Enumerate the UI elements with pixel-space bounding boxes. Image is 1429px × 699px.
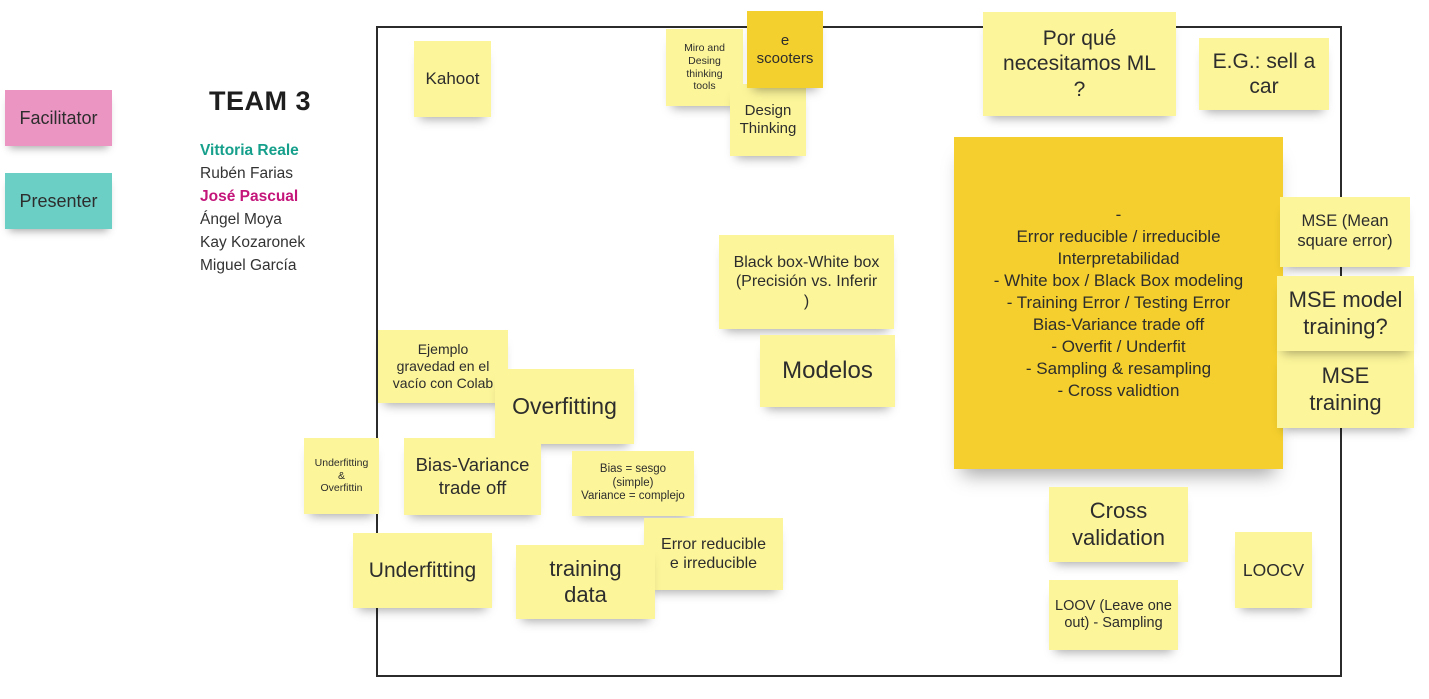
- team-title: TEAM 3: [209, 86, 312, 116]
- sticky-note-error-reducible[interactable]: Error reducible e irreducible: [644, 518, 783, 590]
- presenter-label: Presenter: [19, 190, 98, 211]
- member-name: Kay Kozaronek: [200, 234, 306, 251]
- sticky-note-sell-car[interactable]: E.G.: sell a car: [1199, 38, 1329, 110]
- member-name: Ángel Moya: [200, 211, 282, 228]
- member-name: José Pascual: [200, 188, 299, 205]
- sticky-note-training-data[interactable]: training data: [516, 545, 655, 619]
- sticky-note-loov[interactable]: LOOV (Leave one out) - Sampling: [1049, 580, 1178, 650]
- facilitator-tag[interactable]: Facilitator: [5, 90, 112, 146]
- member-name: Rubén Farias: [200, 165, 294, 182]
- sticky-note-loocv[interactable]: LOOCV: [1235, 532, 1312, 608]
- sticky-note-cross-validation[interactable]: Cross validation: [1049, 487, 1188, 562]
- sticky-note-overfitting[interactable]: Overfitting: [495, 369, 634, 444]
- sticky-note-underfitting-overfittin[interactable]: Underfitting & Overfittin: [304, 438, 379, 514]
- sticky-note-bias-sesgo[interactable]: Bias = sesgo (simple) Variance = complej…: [572, 451, 694, 516]
- sticky-note-bias-variance[interactable]: Bias-Variance trade off: [404, 438, 541, 515]
- member-name: Vittoria Reale: [200, 142, 299, 159]
- sticky-note-black-white-box[interactable]: Black box-White box (Precisión vs. Infer…: [719, 235, 894, 329]
- sticky-note-summary[interactable]: - Error reducible / irreducible Interpre…: [954, 137, 1283, 469]
- sticky-note-design-thinking[interactable]: Design Thinking: [730, 84, 806, 156]
- sticky-note-por-que-ml[interactable]: Por qué necesitamos ML ?: [983, 12, 1176, 116]
- presenter-tag[interactable]: Presenter: [5, 173, 112, 229]
- sticky-note-ejemplo-gravedad[interactable]: Ejemplo gravedad en el vacío con Colab: [378, 330, 508, 403]
- sticky-note-modelos[interactable]: Modelos: [760, 335, 895, 407]
- facilitator-label: Facilitator: [19, 107, 98, 128]
- sticky-note-underfitting[interactable]: Underfitting: [353, 533, 492, 608]
- sticky-note-escooters[interactable]: e scooters: [747, 11, 823, 88]
- sticky-note-kahoot[interactable]: Kahoot: [414, 41, 491, 117]
- member-name: Miguel García: [200, 257, 297, 274]
- sticky-note-mse-training[interactable]: MSE training: [1277, 351, 1414, 428]
- sticky-note-mse-mean[interactable]: MSE (Mean square error): [1280, 197, 1410, 267]
- sticky-note-mse-model[interactable]: MSE model training?: [1277, 276, 1414, 351]
